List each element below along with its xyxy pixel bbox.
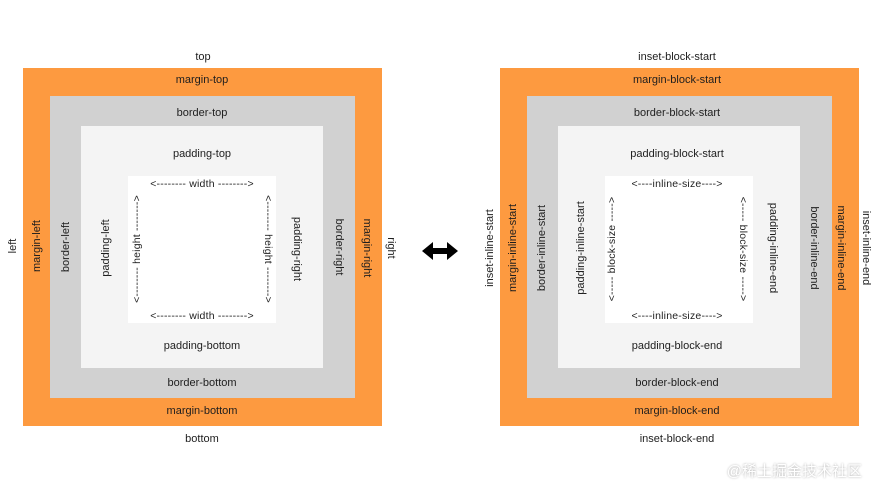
border-block-start-label: border-block-start — [633, 107, 721, 119]
content-box — [605, 176, 753, 323]
border-top-label: border-top — [176, 107, 228, 119]
width-bottom-dimension: <-------- width --------> — [150, 310, 254, 322]
height-right-dimension: <-------- height --------> — [262, 195, 274, 303]
inset-block-start-label: inset-block-start — [638, 51, 716, 63]
right-label: right — [385, 237, 397, 259]
physical-box-model-diagram: top bottom left right margin-top margin-… — [7, 51, 397, 445]
padding-inline-start-label: padding-inline-start — [575, 201, 587, 295]
content-box — [128, 176, 276, 323]
height-left-dimension: <-------- height --------> — [131, 195, 143, 303]
border-right-label: border-right — [333, 218, 345, 276]
watermark: @稀土掘金技术社区 — [726, 463, 862, 480]
padding-block-start-label: padding-block-start — [630, 148, 724, 160]
margin-left-label: margin-left — [31, 220, 43, 272]
padding-right-label: padding-right — [291, 216, 303, 282]
block-size-right-dimension: <----- block-size -----> — [737, 196, 749, 302]
inset-inline-start-label: inset-inline-start — [484, 209, 496, 287]
bottom-label: bottom — [185, 433, 219, 445]
width-top-dimension: <-------- width --------> — [150, 178, 254, 190]
padding-left-label: padding-left — [100, 219, 112, 277]
margin-block-start-label: margin-block-start — [632, 74, 722, 86]
border-bottom-label: border-bottom — [167, 377, 237, 389]
double-headed-arrow-icon — [422, 242, 458, 260]
padding-block-end-label: padding-block-end — [631, 340, 723, 352]
border-block-end-label: border-block-end — [635, 377, 719, 389]
padding-bottom-label: padding-bottom — [163, 340, 241, 352]
border-left-label: border-left — [60, 221, 72, 273]
padding-inline-end-label: padding-inline-end — [767, 202, 779, 294]
logical-box-model-diagram: inset-block-start inset-block-end inset-… — [477, 0, 880, 495]
inline-size-top-dimension: <----inline-size----> — [631, 178, 723, 190]
border-inline-end-label: border-inline-end — [808, 206, 820, 290]
margin-bottom-label: margin-bottom — [166, 405, 238, 417]
block-size-left-dimension: <----- block-size -----> — [606, 196, 618, 302]
padding-top-label: padding-top — [172, 148, 232, 160]
margin-right-label: margin-right — [361, 218, 373, 278]
left-label: left — [7, 238, 19, 254]
margin-inline-end-label: margin-inline-end — [835, 205, 847, 291]
margin-top-label: margin-top — [175, 74, 229, 86]
inset-inline-end-label: inset-inline-end — [860, 210, 872, 286]
margin-block-end-label: margin-block-end — [634, 405, 720, 417]
margin-inline-start-label: margin-inline-start — [507, 203, 519, 293]
inset-block-end-label: inset-block-end — [639, 433, 715, 445]
top-label: top — [195, 51, 211, 63]
border-inline-start-label: border-inline-start — [536, 204, 548, 292]
inline-size-bottom-dimension: <----inline-size----> — [631, 310, 723, 322]
